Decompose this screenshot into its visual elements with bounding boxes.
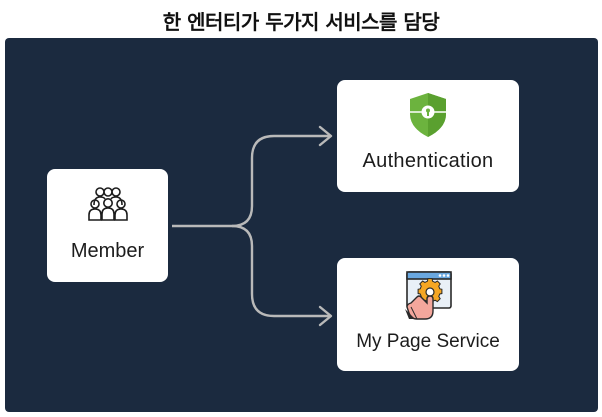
connector-to-authentication — [231, 134, 330, 228]
arrowhead-mypage — [318, 305, 333, 327]
settings-touch-icon — [403, 269, 455, 321]
diagram-title: 한 엔터티가 두가지 서비스를 담당 — [162, 10, 440, 34]
authentication-label: Authentication — [362, 150, 494, 172]
connector-to-mypage — [231, 224, 330, 318]
mypage-label: My Page Service — [356, 331, 500, 352]
shield-lock-icon — [407, 92, 449, 138]
people-group-icon — [87, 185, 129, 223]
member-label: Member — [70, 240, 145, 262]
member-node[interactable]: Member — [47, 169, 168, 282]
mypage-node[interactable]: My Page Service — [337, 258, 519, 371]
authentication-node[interactable]: Authentication — [337, 80, 519, 192]
arrowhead-authentication — [318, 125, 333, 147]
